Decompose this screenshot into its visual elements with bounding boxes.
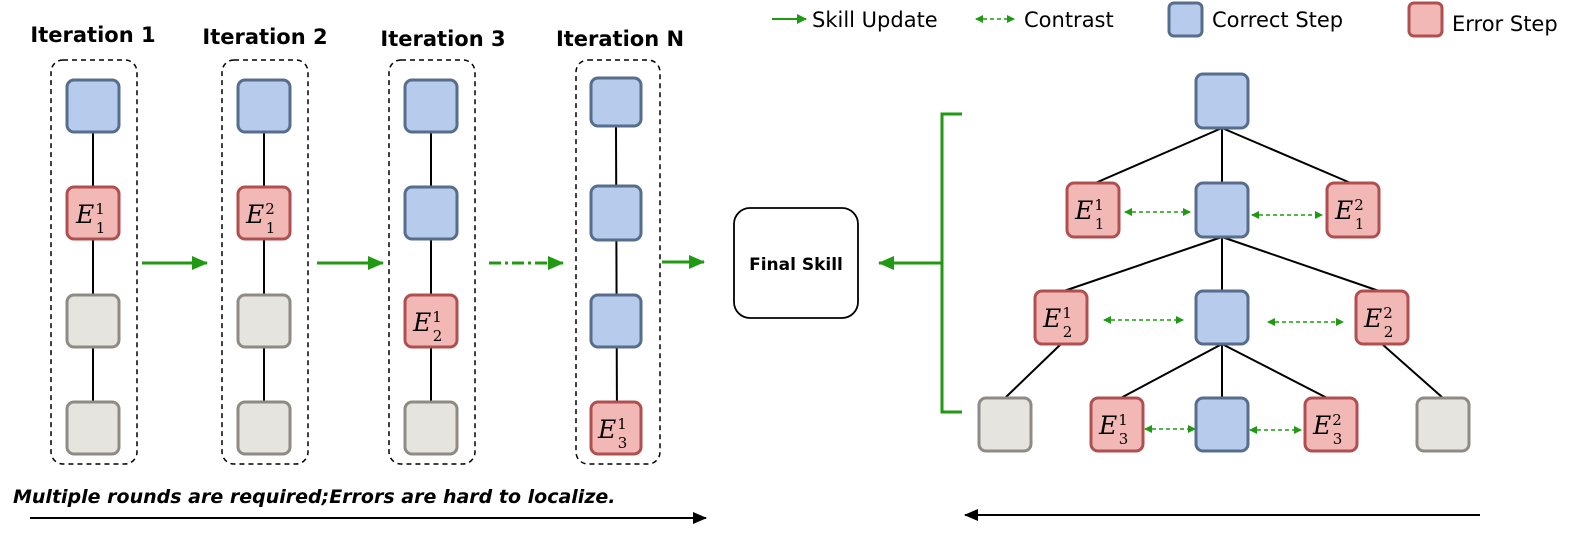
iter2-node-1-correct xyxy=(236,78,292,134)
iter3-node-4-pending xyxy=(403,400,459,456)
legend-correct-step-label: Correct Step xyxy=(1212,8,1343,32)
iter1-node-2-error xyxy=(65,185,121,241)
tree-l3-pending-left xyxy=(977,396,1033,453)
legend: Skill Update Contrast Correct Step Error… xyxy=(772,1,1558,38)
tree-edge xyxy=(1381,343,1444,399)
tree-l2-correct xyxy=(1194,289,1250,346)
tree-edges xyxy=(1004,127,1444,401)
legend-skill-update-label: Skill Update xyxy=(812,8,938,32)
tree-edge xyxy=(1221,127,1354,185)
tree-l2-error-left xyxy=(1033,289,1089,346)
tree-l3-error-left xyxy=(1089,396,1145,453)
iter3-node-3-error xyxy=(403,293,459,349)
tree-root-correct xyxy=(1194,72,1250,130)
iterN-node-4-error xyxy=(589,400,643,456)
iteration-1-frame xyxy=(50,59,138,465)
legend-error-step-label: Error Step xyxy=(1452,12,1558,36)
tree-edge xyxy=(1004,343,1062,399)
iterN-node-2-correct xyxy=(589,184,643,242)
tree-l1-correct xyxy=(1194,181,1250,239)
tree-edge xyxy=(1116,343,1223,401)
correct-step-legend-swatch xyxy=(1167,1,1204,38)
tree-l1-error-right xyxy=(1325,181,1381,239)
caption-text: Multiple rounds are required;Errors are … xyxy=(13,486,615,508)
tree-bracket xyxy=(940,112,962,414)
final-skill-box xyxy=(733,207,859,319)
iteration-3-title: Iteration 3 xyxy=(380,27,505,51)
tree-edge xyxy=(1092,127,1223,185)
iter1-node-3-pending xyxy=(65,293,121,349)
iter2-node-4-pending xyxy=(236,400,292,456)
iteration-2-frame xyxy=(221,59,309,465)
iteration-2-title: Iteration 2 xyxy=(202,25,327,49)
iteration-1-title: Iteration 1 xyxy=(30,23,155,47)
iteration-n-frame xyxy=(575,59,661,465)
iterN-node-1-correct xyxy=(589,76,643,128)
tree-edge xyxy=(1060,236,1223,293)
iter1-node-4-pending xyxy=(65,400,121,456)
iter2-node-3-pending xyxy=(236,293,292,349)
tree-l3-correct xyxy=(1194,396,1250,453)
legend-contrast-label: Contrast xyxy=(1024,8,1114,32)
tree-contrast-arrows xyxy=(1103,208,1344,434)
tree-l1-error-left xyxy=(1065,181,1121,239)
iter2-node-2-error xyxy=(236,185,292,241)
iter1-node-1-correct xyxy=(65,78,121,134)
iteration-3-frame xyxy=(388,59,476,465)
iteration-n-title: Iteration N xyxy=(556,27,684,51)
tree-l3-error-right xyxy=(1303,396,1359,453)
tree-edge xyxy=(1221,343,1332,401)
iteration-n-connector xyxy=(615,125,618,429)
final-skill-label: Final Skill xyxy=(749,255,843,275)
tree-l2-error-right xyxy=(1354,289,1410,346)
error-step-legend-swatch xyxy=(1407,1,1444,38)
iter3-node-1-correct xyxy=(403,78,459,134)
tree-edge xyxy=(1221,236,1383,293)
tree-l3-pending-right xyxy=(1415,396,1471,453)
column-connectors xyxy=(92,125,618,429)
iterN-node-3-correct xyxy=(589,293,643,349)
iter3-node-2-correct xyxy=(403,185,459,241)
